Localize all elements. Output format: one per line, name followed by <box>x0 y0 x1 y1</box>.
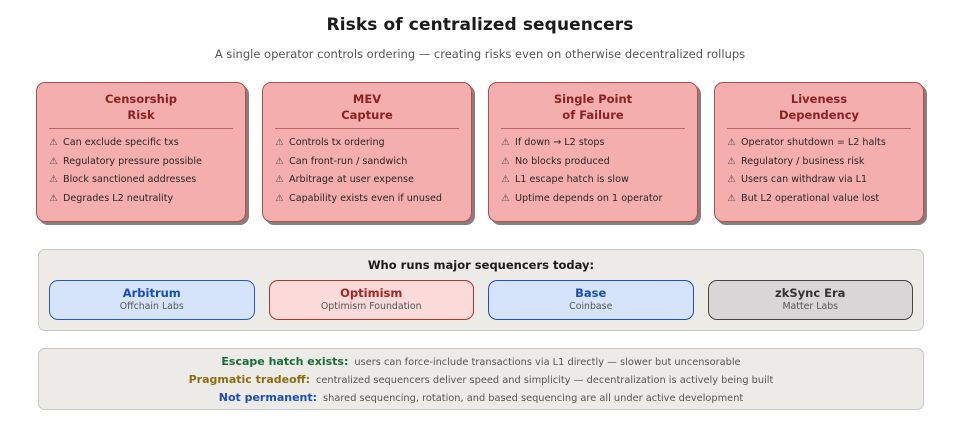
risk-card: MEV Capture ⚠ Controls tx ordering ⚠ Can fro… <box>262 82 472 222</box>
risk-card-item-list: ⚠ Operator shutdown = L2 halts ⚠ Regulatory… <box>726 137 912 204</box>
risk-card-item-label: Degrades L2 neutrality <box>63 192 174 204</box>
risk-card-item-list: ⚠ Can exclude specific txs ⚠ Regulatory pre… <box>48 137 234 204</box>
operator-chip-org: Optimism Foundation <box>320 301 422 313</box>
risk-card-item-list: ⚠ If down → L2 stops ⚠ No blocks produced ⚠ L… <box>500 137 686 204</box>
risk-card-item: ⚠ L1 escape hatch is slow <box>500 174 686 186</box>
risk-card-title: Liveness Dependency <box>778 92 860 122</box>
warning-triangle-icon: ⚠ <box>49 137 58 149</box>
risk-card-title: Single Point of Failure <box>553 92 633 122</box>
risk-card: Single Point of Failure ⚠ If down → L2 sto… <box>488 82 698 222</box>
warning-triangle-icon: ⚠ <box>275 192 284 204</box>
warning-triangle-icon: ⚠ <box>727 155 736 167</box>
risk-card-item: ⚠ Regulatory / business risk <box>726 156 912 168</box>
risk-card-title: MEV Capture <box>341 92 393 122</box>
risk-card-item-label: Block sanctioned addresses <box>63 174 197 186</box>
operator-chip-name: Optimism <box>340 285 403 300</box>
risk-card: Censorship Risk ⚠ Can exclude specific txs… <box>36 82 246 222</box>
operators-heading: Who runs major sequencers today: <box>367 258 595 272</box>
risk-card-item: ⚠ But L2 operational value lost <box>726 193 912 205</box>
warning-triangle-icon: ⚠ <box>727 192 736 204</box>
risk-card-item-label: Can exclude specific txs <box>63 137 179 149</box>
note-label: Pragmatic tradeoff: <box>188 372 310 386</box>
operator-chip-name: zkSync Era <box>775 285 846 300</box>
risk-card-item-label: Regulatory pressure possible <box>63 155 202 167</box>
warning-triangle-icon: ⚠ <box>727 137 736 149</box>
note-label: Escape hatch exists: <box>221 354 349 368</box>
operator-chip-org: Offchain Labs <box>119 301 184 313</box>
risk-card-item-label: No blocks produced <box>515 155 610 167</box>
risk-card-item: ⚠ Can exclude specific txs <box>48 137 234 149</box>
risk-card-item: ⚠ Can front-run / sandwich <box>274 156 460 168</box>
risk-card-item: ⚠ If down → L2 stops <box>500 137 686 149</box>
notes-panel: Escape hatch exists: users can force-incl… <box>38 348 924 410</box>
risk-card-item-label: But L2 operational value lost <box>741 192 880 204</box>
warning-triangle-icon: ⚠ <box>501 174 510 186</box>
risk-card-item-label: Users can withdraw via L1 <box>741 174 868 186</box>
risk-card-item: ⚠ Degrades L2 neutrality <box>48 193 234 205</box>
risk-card-item: ⚠ Users can withdraw via L1 <box>726 174 912 186</box>
risk-card-item: ⚠ Controls tx ordering <box>274 137 460 149</box>
risk-card-item: ⚠ Arbitrage at user expense <box>274 174 460 186</box>
warning-triangle-icon: ⚠ <box>275 155 284 167</box>
risk-card-item-label: Regulatory / business risk <box>741 155 865 167</box>
warning-triangle-icon: ⚠ <box>49 155 58 167</box>
warning-triangle-icon: ⚠ <box>49 174 58 186</box>
risk-card-item-label: Capability exists even if unused <box>289 192 442 204</box>
operator-chip-name: Base <box>575 285 607 300</box>
warning-triangle-icon: ⚠ <box>501 137 510 149</box>
risk-card-item-label: Can front-run / sandwich <box>289 155 408 167</box>
note-line: Not permanent: shared sequencing, rotatio… <box>39 391 923 404</box>
risk-card-divider <box>275 128 459 130</box>
page-title: Risks of centralized sequencers <box>326 15 634 35</box>
risk-card-item-label: L1 escape hatch is slow <box>515 174 629 186</box>
note-label: Not permanent: <box>218 390 318 404</box>
risk-card-item: ⚠ Capability exists even if unused <box>274 193 460 205</box>
risk-card-item-label: If down → L2 stops <box>515 137 605 149</box>
note-text: shared sequencing, rotation, and based s… <box>323 392 744 404</box>
warning-triangle-icon: ⚠ <box>275 137 284 149</box>
operator-chip-org: Coinbase <box>569 301 613 313</box>
risk-card-item: ⚠ Uptime depends on 1 operator <box>500 193 686 205</box>
risk-card-item-label: Operator shutdown = L2 halts <box>741 137 886 149</box>
note-line: Pragmatic tradeoff: centralized sequencer… <box>39 373 923 386</box>
risk-card-item-label: Controls tx ordering <box>289 137 385 149</box>
risk-card: Liveness Dependency ⚠ Operator shutdown = … <box>714 82 924 222</box>
operator-chip-org: Matter Labs <box>782 301 839 313</box>
note-text: users can force-include transactions via… <box>354 356 741 368</box>
risk-card-divider <box>49 128 233 130</box>
risk-card-title: Censorship Risk <box>104 92 178 122</box>
page-subtitle: A single operator controls ordering — cr… <box>214 47 746 61</box>
note-line: Escape hatch exists: users can force-incl… <box>39 355 923 368</box>
warning-triangle-icon: ⚠ <box>49 192 58 204</box>
risk-card-divider <box>501 128 685 130</box>
warning-triangle-icon: ⚠ <box>501 192 510 204</box>
risk-card-divider <box>727 128 911 130</box>
risk-card-item: ⚠ Block sanctioned addresses <box>48 174 234 186</box>
warning-triangle-icon: ⚠ <box>275 174 284 186</box>
risk-card-item: ⚠ No blocks produced <box>500 156 686 168</box>
warning-triangle-icon: ⚠ <box>727 174 736 186</box>
risk-card-item: ⚠ Operator shutdown = L2 halts <box>726 137 912 149</box>
risk-cards-row: Censorship Risk ⚠ Can exclude specific txs… <box>36 82 924 222</box>
note-text: centralized sequencers deliver speed and… <box>315 374 774 386</box>
risk-card-item: ⚠ Regulatory pressure possible <box>48 156 234 168</box>
warning-triangle-icon: ⚠ <box>501 155 510 167</box>
operators-panel: Who runs major sequencers today: Arbitru… <box>38 249 924 331</box>
risk-card-item-label: Uptime depends on 1 operator <box>515 192 663 204</box>
risk-card-item-list: ⚠ Controls tx ordering ⚠ Can front-run / sa… <box>274 137 460 204</box>
operator-chip-name: Arbitrum <box>122 285 181 300</box>
risk-card-item-label: Arbitrage at user expense <box>289 174 414 186</box>
